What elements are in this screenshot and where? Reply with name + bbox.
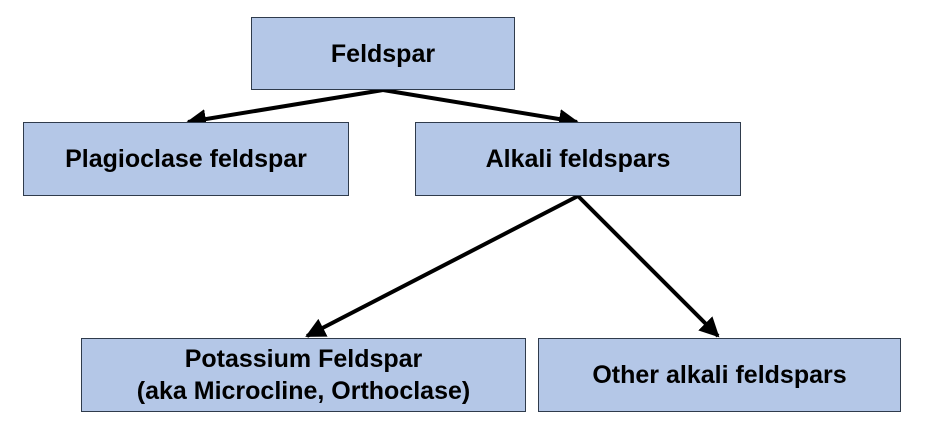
- arrow-feldspar-to-alkali: [382, 88, 579, 129]
- node-alkali-feldspars-label: Alkali feldspars: [485, 145, 671, 173]
- node-other-alkali-feldspars-label: Other alkali feldspars: [592, 361, 847, 389]
- node-potassium-feldspar-line1: Potassium Feldspar: [184, 345, 423, 373]
- arrow-alkali-to-potassium: [305, 194, 579, 338]
- node-other-alkali-feldspars: Other alkali feldspars: [538, 338, 901, 412]
- node-potassium-feldspar: Potassium Feldspar (aka Microcline, Orth…: [81, 338, 526, 412]
- node-alkali-feldspars: Alkali feldspars: [415, 122, 741, 196]
- arrow-alkali-to-other: [576, 194, 720, 338]
- node-plagioclase-feldspar-label: Plagioclase feldspar: [65, 145, 307, 173]
- arrow-feldspar-to-plagioclase: [186, 88, 384, 129]
- node-plagioclase-feldspar: Plagioclase feldspar: [23, 122, 349, 196]
- node-feldspar-label: Feldspar: [330, 39, 436, 68]
- node-potassium-feldspar-line2: (aka Microcline, Orthoclase): [136, 377, 471, 405]
- node-feldspar: Feldspar: [251, 17, 515, 90]
